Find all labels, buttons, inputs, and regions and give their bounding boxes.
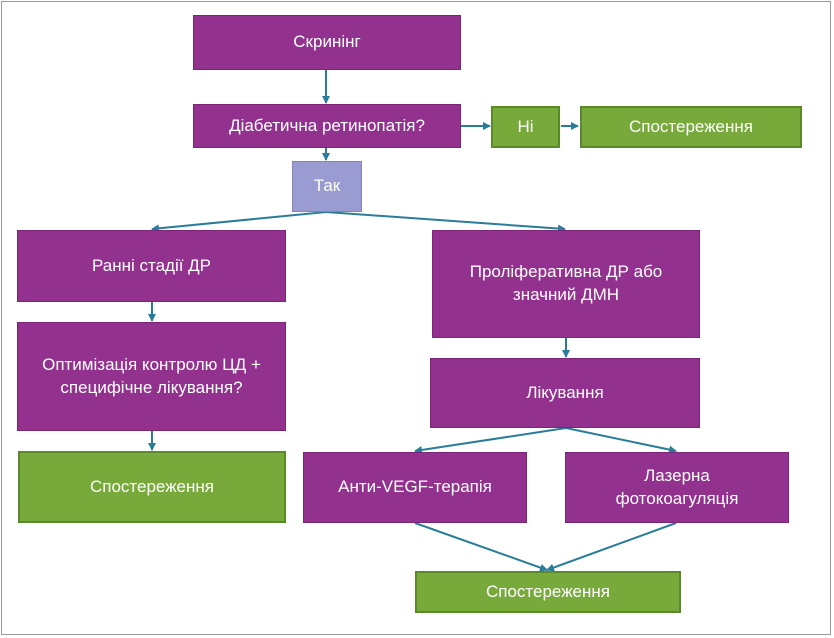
proliferative-label: Проліферативна ДР або значний ДМН: [469, 262, 663, 304]
arrow-treatment-to-laser: [565, 427, 677, 454]
box-observation-no: Спостереження: [580, 106, 802, 148]
box-anti-vegf: Анти-VEGF-терапія: [303, 452, 527, 523]
optimization-label: Оптимізація контролю ЦД + специфічне лік…: [42, 354, 261, 397]
box-observation-early: Спостереження: [18, 451, 286, 523]
arrow-yes-to-proliferative: [325, 211, 566, 233]
arrow-laser-to-final: [546, 522, 677, 572]
box-early-stages: Ранні стадії ДР: [17, 230, 286, 302]
box-laser: Лазерна фотокоагуляція: [565, 452, 789, 523]
box-proliferative: Проліферативна ДР або значний ДМН: [432, 230, 700, 338]
arrow-yes-to-early: [151, 211, 327, 233]
box-treatment: Лікування: [430, 358, 700, 428]
arrow-treatment-to-antivegf: [414, 427, 567, 454]
box-answer-yes: Так: [292, 161, 362, 212]
box-observation-final: Спостереження: [415, 571, 681, 613]
box-optimization: Оптимізація контролю ЦД + специфічне лік…: [17, 322, 286, 431]
laser-label: Лазерна фотокоагуляція: [615, 465, 739, 508]
box-answer-no: Ні: [491, 106, 560, 148]
arrow-antivegf-to-final: [414, 522, 548, 572]
box-question-dr: Діабетична ретинопатія?: [193, 104, 461, 148]
box-screening: Скринінг: [193, 15, 461, 70]
